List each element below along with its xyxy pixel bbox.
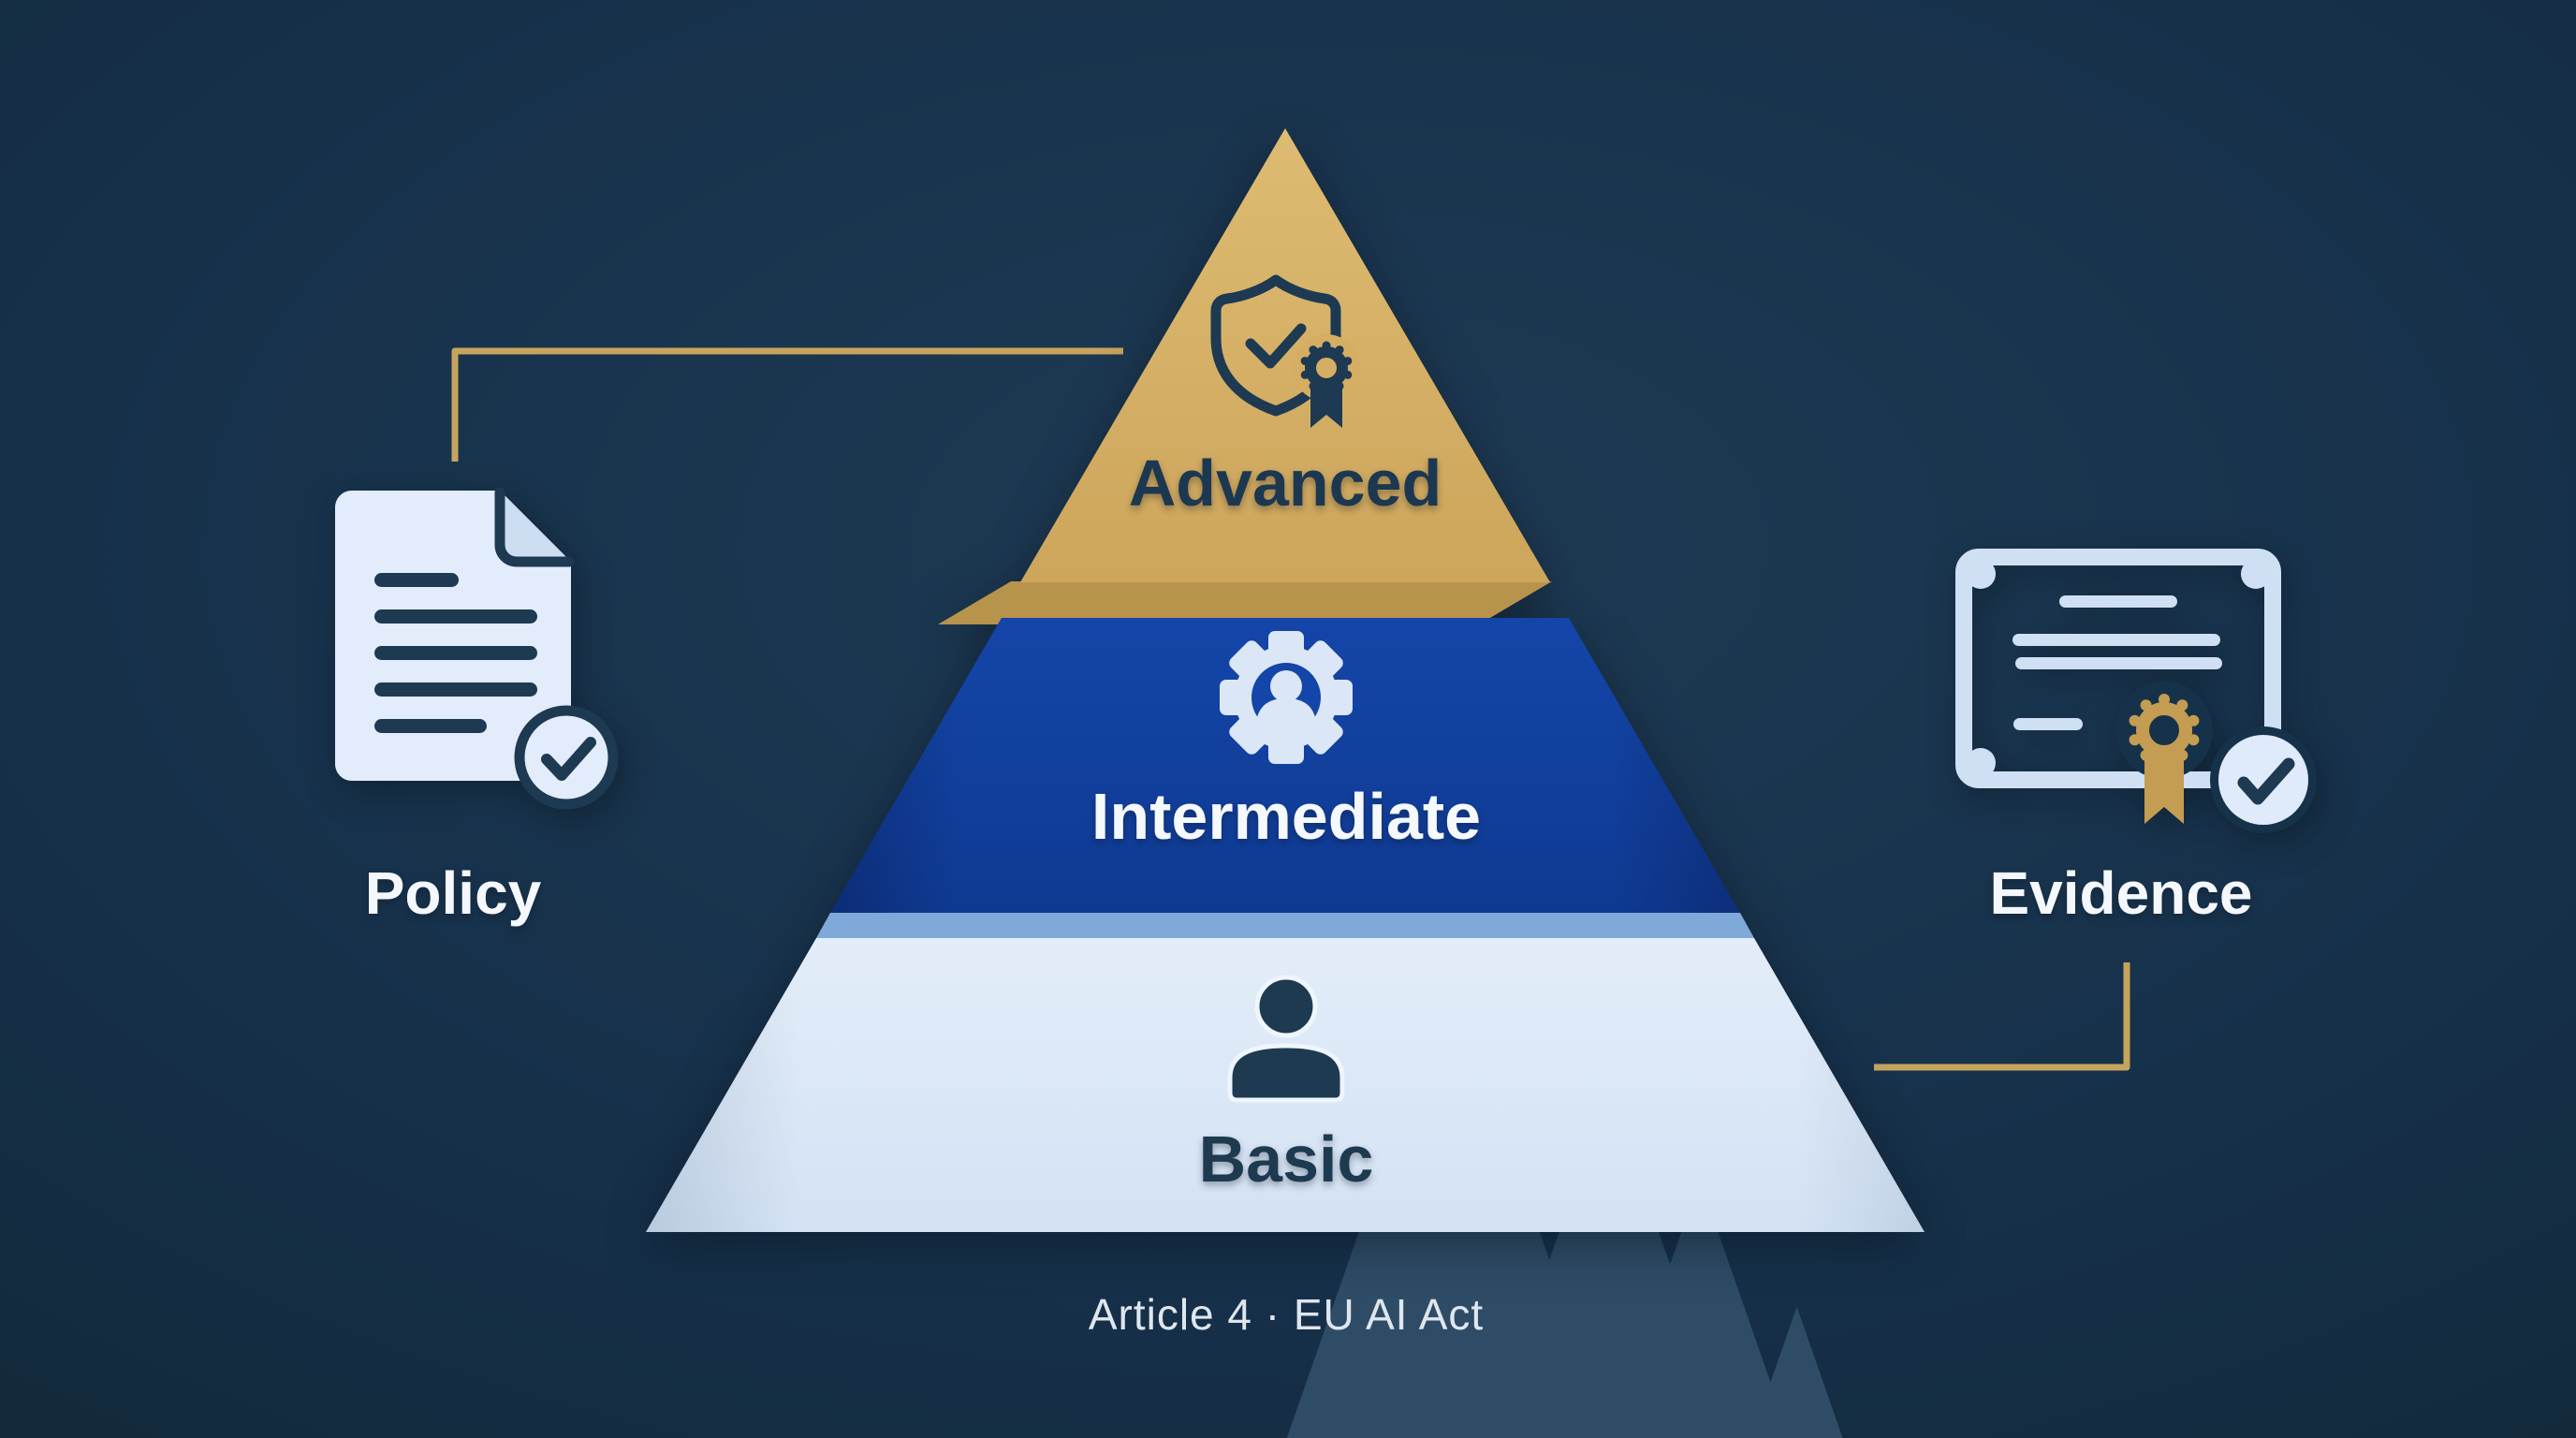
check-circle-icon	[2218, 735, 2308, 825]
folded-corner-icon	[500, 491, 571, 562]
policy-connector-line	[451, 347, 1123, 462]
certificate-corners	[1966, 559, 2271, 778]
intermediate-level-label: Intermediate	[1091, 780, 1481, 853]
advanced-level-label: Advanced	[1129, 447, 1442, 520]
policy-label: Policy	[365, 859, 542, 927]
document-text-lines	[374, 573, 537, 733]
gear-user-icon	[1220, 631, 1353, 764]
gold-rosette-icon	[2129, 694, 2200, 824]
caption: Article 4 · EU AI Act	[1089, 1290, 1484, 1339]
user-icon	[1227, 975, 1345, 1103]
certificate-check-icon	[1955, 549, 2317, 833]
shield-check-rosette-icon	[1210, 274, 1360, 428]
rosette-badge-icon	[1293, 334, 1360, 428]
user-in-gear-icon	[1255, 670, 1317, 732]
advanced-level-underside	[938, 581, 1552, 624]
evidence-label: Evidence	[1989, 859, 2252, 927]
advanced-level	[1020, 128, 1550, 582]
evidence-connector-line	[1874, 962, 2130, 1071]
document-check-icon	[335, 487, 619, 810]
intermediate-level-shading	[830, 618, 1740, 913]
basic-level-label: Basic	[1199, 1123, 1374, 1196]
check-badge-icon	[514, 705, 619, 810]
certificate-text-lines	[2012, 595, 2222, 730]
basic-level-top-face	[816, 913, 1754, 938]
